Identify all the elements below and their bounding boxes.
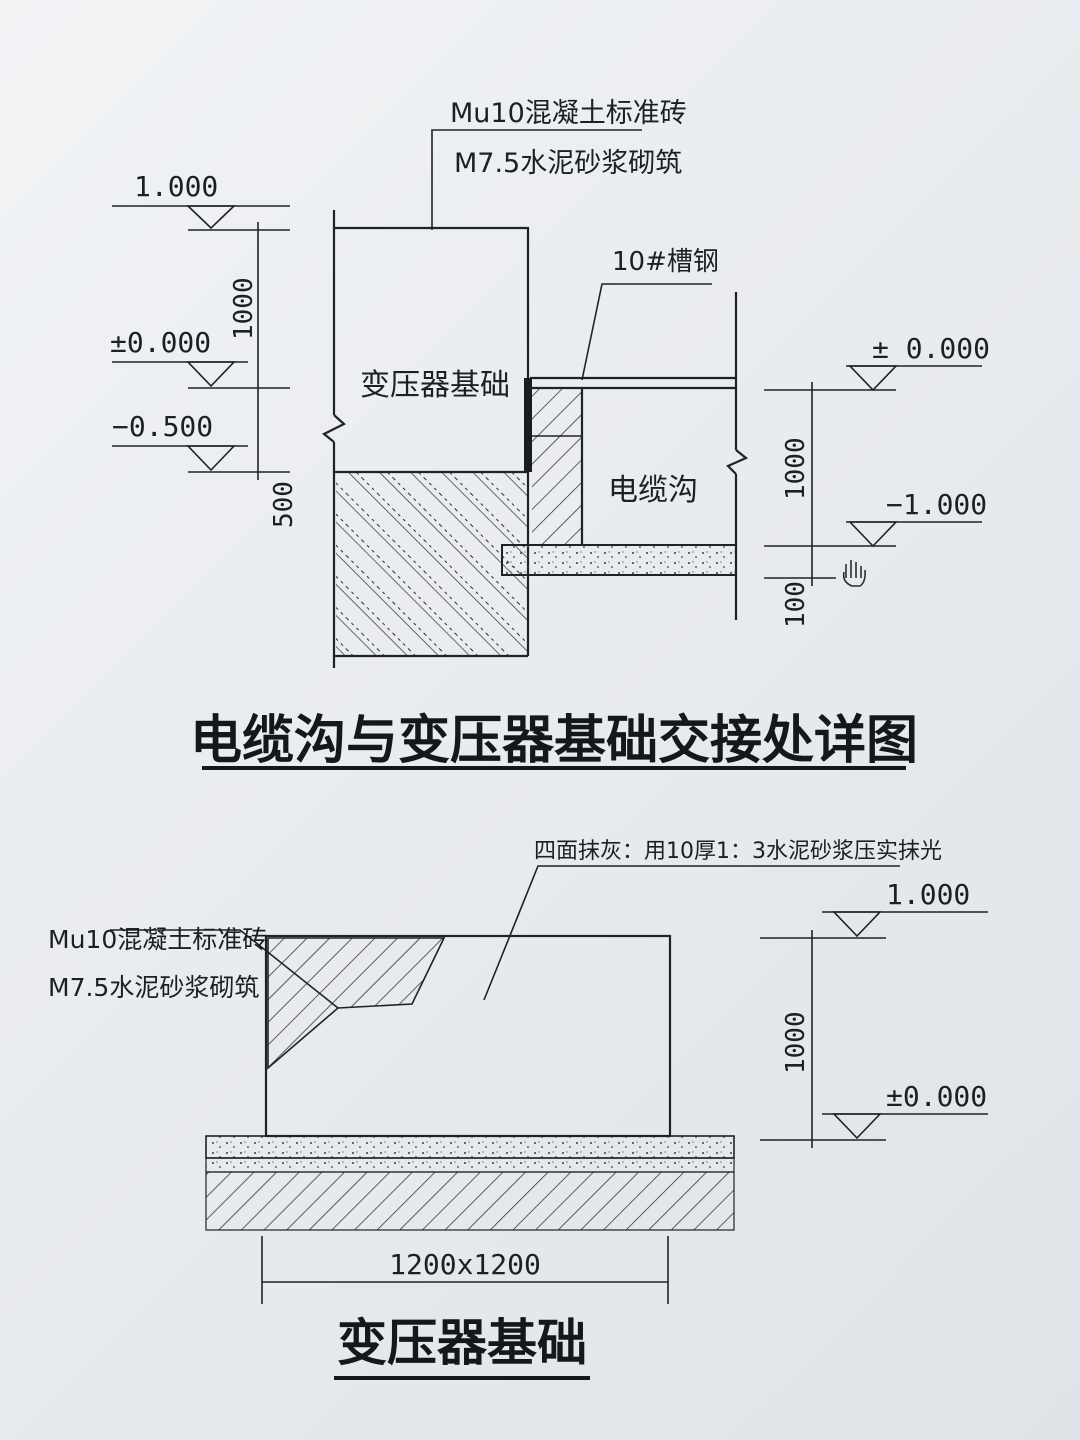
cable-trench-section: 电缆沟 10#槽钢 (501, 247, 749, 620)
trench-slab (501, 544, 737, 576)
base-brick-note-line2: M7.5水泥砂浆砌筑 (48, 973, 259, 1002)
left-elev-top: 1.000 (134, 170, 218, 203)
foundation-hatch (336, 472, 528, 656)
channel-note: 10#槽钢 (612, 247, 719, 277)
base-label: 变压器基础 (360, 368, 510, 403)
transformer-base-elevation: 四面抹灰：用10厚1：3水泥砂浆压实抹光 Mu10混凝土标准砖 M7.5水泥砂浆… (48, 839, 988, 1380)
plaster-note: 四面抹灰：用10厚1：3水泥砂浆压实抹光 (534, 839, 942, 864)
right-elevations: ± 0.000 −1.000 1000 100 (764, 332, 990, 628)
right-dim-upper: 1000 (781, 437, 811, 500)
brick-note-line2: M7.5水泥砂浆砌筑 (454, 148, 682, 179)
right-elev-top: ± 0.000 (872, 332, 990, 365)
trench-label: 电缆沟 (608, 473, 698, 508)
base-elev-top: 1.000 (886, 878, 970, 911)
detail-title: 电缆沟与变压器基础交接处详图 (190, 711, 918, 771)
brick-note-line1: Mu10混凝土标准砖 (450, 98, 687, 129)
concrete-layer (205, 1135, 735, 1159)
right-dim-lower: 100 (781, 581, 811, 628)
trench-wall-hatch (532, 388, 582, 544)
hand-cursor-icon (842, 560, 866, 587)
base-brick-note-line1: Mu10混凝土标准砖 (48, 925, 267, 954)
cushion-layer (205, 1157, 735, 1173)
junction-detail: Mu10混凝土标准砖 M7.5水泥砂浆砌筑 变压器基础 (110, 98, 990, 771)
transformer-base-section: 变压器基础 (321, 210, 532, 668)
base-dim-height: 1000 (781, 1011, 811, 1074)
left-elevations: 1.000 ±0.000 −0.500 1000 500 (110, 170, 299, 528)
left-elev-mid: ±0.000 (110, 326, 211, 359)
base-title: 变压器基础 (337, 1314, 587, 1372)
base-elev-bot: ±0.000 (886, 1080, 987, 1113)
left-dim-lower: 500 (269, 481, 299, 528)
left-elev-bot: −0.500 (112, 410, 213, 443)
soil-layer (205, 1171, 735, 1231)
right-elev-bot: −1.000 (886, 488, 987, 521)
left-dim-upper: 1000 (229, 277, 259, 340)
steel-plate (524, 378, 532, 472)
base-dim-width: 1200x1200 (389, 1248, 541, 1281)
brick-note: Mu10混凝土标准砖 M7.5水泥砂浆砌筑 (431, 98, 687, 230)
brick-hatch (267, 937, 446, 1070)
